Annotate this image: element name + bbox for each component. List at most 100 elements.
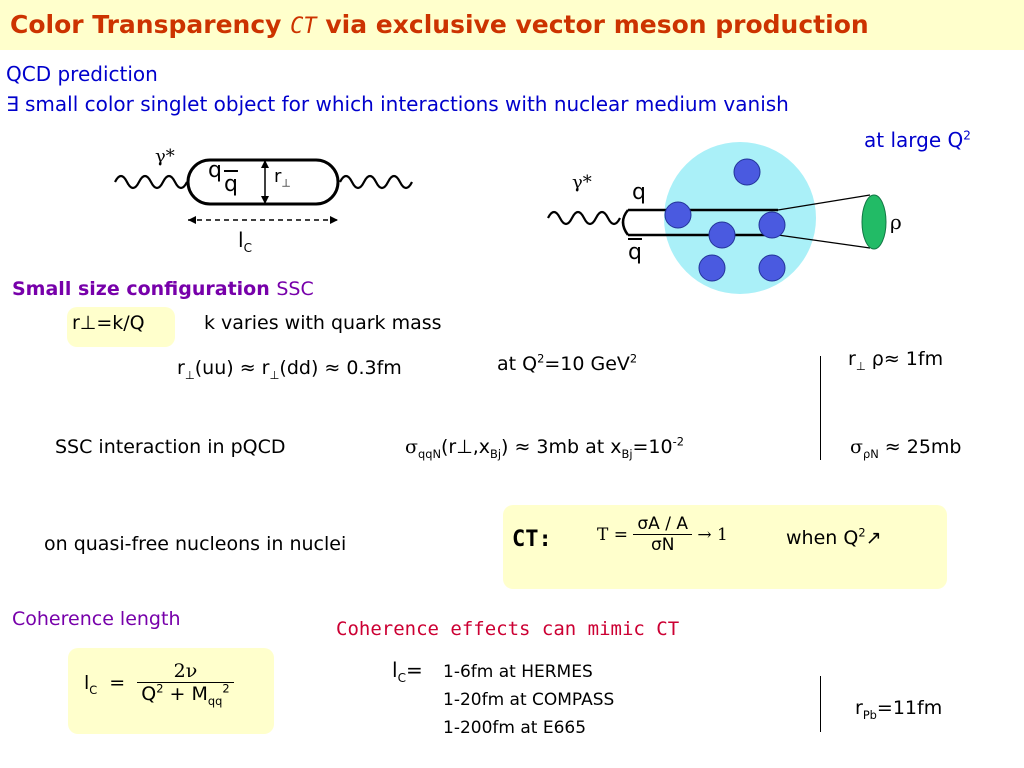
- lc-eq-sub: C: [397, 671, 406, 685]
- at-q2-text: at Q: [497, 353, 538, 375]
- photon-wavy-left: [114, 174, 188, 190]
- ct-fraction: σA / A σN: [633, 514, 692, 555]
- r-pb-r: r: [855, 697, 863, 719]
- gamma-star-label-1: γ*: [155, 146, 175, 167]
- sigma-symbol: σ: [405, 436, 418, 458]
- dipole-outline: [186, 158, 340, 206]
- qcd-prediction: QCD prediction: [6, 62, 158, 86]
- r-formula-uu: (uu) ≈ r: [194, 357, 270, 379]
- sigma-rhon: σρN ≈ 25mb: [850, 436, 962, 461]
- vertical-divider-1: [820, 356, 821, 460]
- coherence-heading: Coherence length: [12, 608, 181, 630]
- pqcd-label: SSC interaction in pQCD: [55, 436, 286, 458]
- exists-line: ∃ small color singlet object for which i…: [6, 92, 789, 116]
- pair-creation-vertex: [621, 209, 630, 236]
- sigma-rhon-sub: ρN: [862, 446, 879, 461]
- lc-arrow-head-left: [188, 216, 196, 224]
- ct-denominator: σN: [650, 535, 675, 555]
- xbj-sub: Bj: [621, 446, 633, 461]
- ct-when-arrow: ↗: [865, 527, 882, 549]
- r-sub: ⊥: [281, 176, 291, 190]
- nucleon: [664, 201, 692, 229]
- title-ct: CT: [290, 14, 317, 39]
- r-arrow-head-bottom: [261, 196, 269, 204]
- r-pb-val: =11fm: [876, 697, 943, 719]
- ct-arrow: → 1: [697, 524, 728, 545]
- nucleon: [733, 158, 761, 186]
- coherence-fraction: 2ν Q2 + Mqq2: [137, 660, 234, 707]
- dipole-diagram: [114, 158, 413, 224]
- xbj-exp: -2: [672, 434, 684, 449]
- title-part1: Color Transparency: [10, 10, 291, 39]
- at-q2-sup: 2: [537, 351, 545, 366]
- den-m-sup: 2: [222, 681, 230, 696]
- at-large-q: at large Q2: [864, 128, 971, 152]
- title-part2: via exclusive vector meson production: [316, 10, 869, 39]
- lc-label-1: lC: [238, 228, 252, 255]
- r-def: r⊥=k/Q: [72, 312, 145, 334]
- r-rho-sub: ⊥: [855, 358, 866, 373]
- coherence-eq: =: [109, 671, 126, 694]
- coherence-denominator: Q2 + Mqq2: [137, 681, 233, 707]
- q-label-1: q: [208, 158, 222, 183]
- nucleus-diagram: [547, 142, 887, 294]
- qbar-label-2: q: [628, 240, 642, 265]
- nucleon: [758, 254, 786, 282]
- cone-line-top: [777, 194, 871, 211]
- r-def-box: [67, 307, 175, 347]
- sigma-args: (r⊥,x: [440, 436, 491, 458]
- at-large-q-sup: 2: [963, 128, 971, 143]
- nucleon: [708, 221, 736, 249]
- ssc-heading: Small size configuration SSC: [12, 278, 314, 300]
- coherence-lhs: lC: [84, 672, 98, 697]
- sigma-sub: qqN: [417, 446, 441, 461]
- ct-formula: T = σA / A σN → 1: [597, 514, 728, 555]
- slide-title: Color Transparency CT via exclusive vect…: [10, 10, 869, 39]
- den-q-sup: 2: [156, 681, 164, 696]
- r-rho-r: r: [848, 348, 856, 370]
- sigma-rhon-symbol: σ: [850, 436, 863, 458]
- r-formula-sub2: ⊥: [269, 367, 280, 382]
- xbj-val: =10: [632, 436, 673, 458]
- at-q2-val-sup: 2: [629, 351, 638, 366]
- at-q2: at Q2=10 GeV2: [497, 353, 637, 375]
- sigma-args-rest: ) ≈ 3mb at x: [501, 436, 622, 458]
- sigma-args-sub: Bj: [490, 446, 502, 461]
- ct-numerator: σA / A: [633, 514, 692, 535]
- ct-when: when Q2↗: [786, 527, 881, 549]
- r-formula: r⊥(uu) ≈ r⊥(dd) ≈ 0.3fm: [177, 357, 402, 382]
- qbar-label-1: q: [224, 172, 238, 197]
- r-pb: rPb=11fm: [855, 697, 943, 720]
- den-plus-m: + M: [163, 683, 208, 705]
- photon-wavy-2: [547, 210, 621, 226]
- nucleon: [698, 254, 726, 282]
- coherence-lhs-sub: C: [89, 682, 98, 697]
- ct-box: [503, 505, 947, 589]
- r-formula-r: r: [177, 357, 185, 379]
- coherence-numerator: 2ν: [137, 660, 234, 683]
- coherence-formula-box: [68, 648, 274, 734]
- r-arrow-head-top: [261, 160, 269, 168]
- pqcd-formula: σqqN(r⊥,xBj) ≈ 3mb at xBj=10-2: [405, 434, 684, 461]
- sigma-rhon-val: ≈ 25mb: [878, 436, 962, 458]
- ct-when-text: when Q: [786, 527, 859, 549]
- lc-eq: lC=: [392, 658, 423, 685]
- den-q: Q: [141, 683, 157, 705]
- r-formula-sub1: ⊥: [184, 367, 195, 382]
- lc-arrow-head-right: [330, 216, 338, 224]
- k-varies: k varies with quark mass: [204, 312, 442, 334]
- vertical-divider-2: [820, 676, 821, 732]
- lc-eq-sign: =: [405, 658, 423, 682]
- lc-sub: C: [243, 241, 252, 255]
- rho-label: ρ: [890, 210, 902, 234]
- quasi-free-text: on quasi-free nucleons in nuclei: [44, 533, 347, 555]
- lc-value-hermes: 1-6fm at HERMES: [443, 662, 593, 682]
- at-large-q-text: at large Q: [864, 128, 964, 152]
- nucleon: [758, 211, 786, 239]
- r-rho-rest: ρ≈ 1fm: [865, 348, 944, 370]
- coherence-formula: lC = 2ν Q2 + Mqq2: [84, 660, 234, 707]
- title-bar: [0, 0, 1024, 50]
- lc-value-e665: 1-200fm at E665: [443, 718, 587, 738]
- lc-eq-l: l: [392, 658, 398, 682]
- cone-line-bottom: [777, 234, 871, 249]
